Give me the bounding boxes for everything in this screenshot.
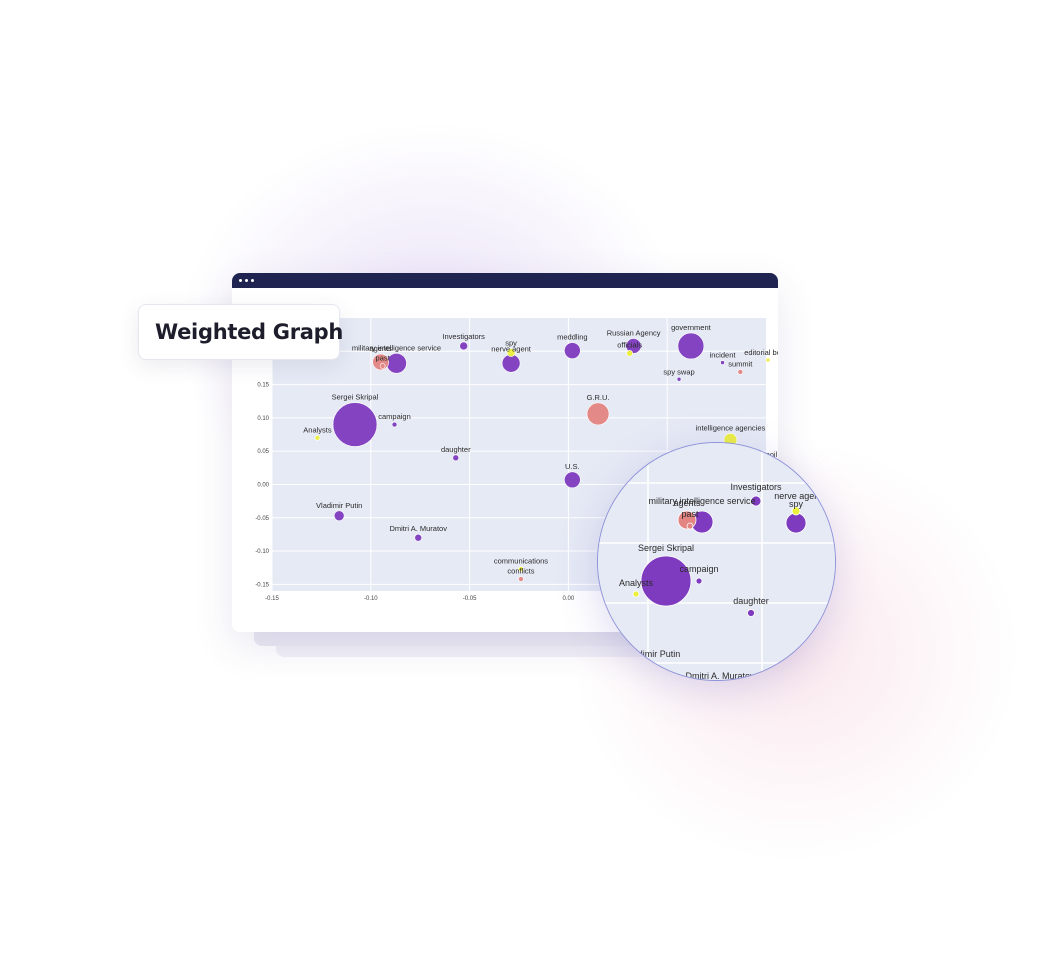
data-point-vladimir-putin	[333, 510, 345, 522]
data-label-editorial-board: editorial board	[744, 348, 778, 357]
zoom-point-skripal	[640, 555, 692, 607]
data-label-campaign: campaign	[378, 412, 411, 421]
data-label-investigators: Investigators	[442, 332, 485, 341]
zoom-label-campaign: campaign	[679, 564, 718, 574]
zoom-label-muratov: Dmitri A. Muratov	[685, 671, 755, 681]
data-label-sergei-skripal: Sergei Skripal	[332, 393, 379, 402]
y-tick-label: -0.05	[255, 516, 269, 522]
data-point-spy-swap	[676, 376, 682, 382]
data-label-russian-agency: Russian Agency	[607, 328, 661, 337]
y-tick-label: 0.15	[257, 383, 269, 389]
data-label-nerve-agent: nerve agent	[491, 344, 532, 353]
window-dot-icon	[251, 279, 254, 282]
data-point-nerve-agent	[501, 353, 521, 373]
data-label-communications: communications	[494, 557, 548, 566]
window-dot-icon	[245, 279, 248, 282]
data-point-summit	[737, 369, 744, 375]
data-label-daughter: daughter	[441, 445, 471, 454]
zoom-label-daughter: daughter	[733, 596, 769, 606]
zoom-lens: Investigators military intelligence servi…	[597, 442, 836, 681]
data-label-summit: summit	[728, 359, 753, 368]
zoom-label-spy: spy	[789, 499, 804, 509]
data-label-agents: agents	[369, 344, 392, 353]
data-point-russian-agency	[625, 338, 642, 354]
data-point-past	[379, 363, 386, 369]
zoom-label-investigators: Investigators	[730, 482, 782, 492]
data-point-investigators	[459, 341, 468, 351]
data-point-daughter	[452, 454, 460, 462]
zoom-plot-area	[598, 443, 835, 680]
data-point-editorial-board	[765, 357, 771, 363]
data-label-intelligence-agencies: intelligence agencies	[696, 423, 766, 432]
data-label-analysts: Analysts	[303, 425, 332, 434]
x-tick-label: -0.15	[265, 596, 279, 602]
data-point-analysts	[314, 435, 321, 441]
zoom-chart: Investigators military intelligence servi…	[598, 443, 835, 681]
data-label-meddling: meddling	[557, 333, 587, 342]
data-point-officials	[626, 349, 633, 357]
x-tick-label: -0.05	[463, 596, 477, 602]
data-point-campaign	[391, 421, 398, 428]
zoom-point-daughter	[747, 609, 755, 617]
zoom-label-agents: agents	[673, 498, 701, 508]
x-tick-label: -0.10	[364, 596, 378, 602]
zoom-label-past: past	[681, 509, 699, 519]
data-label-u-s: U.S.	[565, 462, 580, 471]
data-point-meddling	[564, 342, 581, 359]
zoom-point-investigators	[750, 495, 762, 507]
data-label-past: past	[376, 353, 391, 362]
data-point-incident	[720, 360, 725, 365]
data-point-conflicts	[518, 576, 524, 582]
data-label-officials: officials	[617, 340, 642, 349]
zoom-point-past	[686, 522, 694, 530]
zoom-label-mis: military intelligence service	[648, 496, 755, 506]
y-tick-label: -0.10	[255, 549, 269, 555]
data-point-sergei-skripal	[332, 402, 378, 447]
y-tick-label: -0.15	[255, 582, 269, 588]
data-point-communications	[518, 566, 524, 572]
data-label-spy-swap: spy swap	[663, 367, 694, 376]
data-label-dmitri-a-muratov: Dmitri A. Muratov	[389, 524, 447, 533]
window-titlebar	[232, 273, 778, 288]
zoom-label-nerve: nerve agent	[774, 491, 822, 501]
zoom-point-campaign	[695, 577, 703, 585]
data-label-government: government	[671, 323, 712, 332]
zoom-label-analysts: Analysts	[619, 578, 654, 588]
y-tick-label: 0.00	[257, 482, 269, 488]
zoom-point-spy	[791, 506, 801, 516]
window-dot-icon	[239, 279, 242, 282]
data-label-incident: incident	[710, 351, 737, 360]
data-label-military-intelligence-service: military intelligence service	[352, 343, 441, 352]
zoom-label-skripal: Sergei Skripal	[638, 543, 694, 553]
zoom-point-analysts	[632, 590, 640, 598]
zoom-point-nerve	[785, 512, 807, 534]
data-label-conflicts: conflicts	[507, 567, 534, 576]
data-point-dmitri-a-muratov	[414, 533, 423, 542]
data-label-g-r-u: G.R.U.	[587, 393, 610, 402]
data-point-government	[677, 332, 705, 360]
y-tick-label: 0.10	[257, 416, 269, 422]
data-label-vladimir-putin: Vladimir Putin	[316, 501, 362, 510]
chart-title: Weighted Graph	[155, 320, 344, 344]
data-label-spy: spy	[505, 339, 517, 348]
x-tick-label: 0.00	[563, 596, 575, 602]
zoom-label-putin: dimir Putin	[638, 649, 681, 659]
chart-title-card: Weighted Graph	[138, 304, 344, 360]
data-point-g-r-u	[586, 402, 610, 426]
data-point-u-s	[564, 471, 581, 489]
data-point-spy	[506, 348, 516, 357]
y-tick-label: 0.05	[257, 449, 269, 455]
